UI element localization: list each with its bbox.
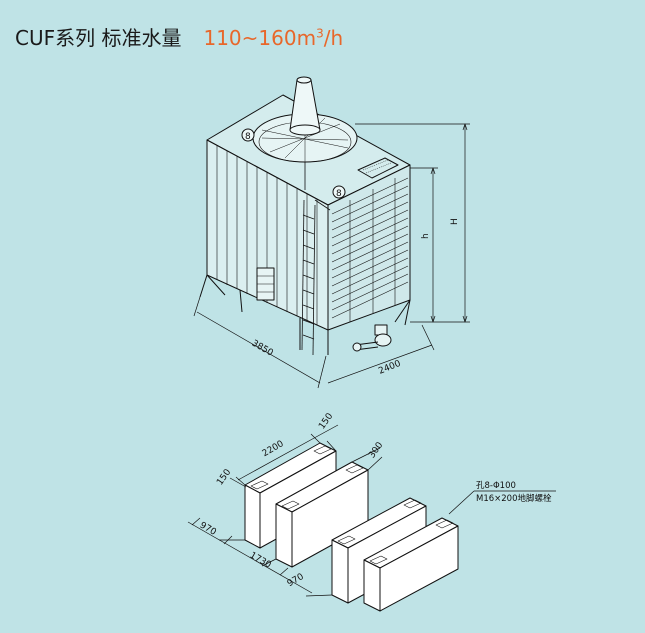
dim-pad-length: 2200: [261, 439, 286, 459]
dim-width: 2400: [377, 359, 402, 377]
ladder: [301, 199, 331, 356]
dim-height-H: H: [450, 218, 460, 225]
foundation-pad-4: [363, 517, 459, 612]
dim-length: 3850: [250, 339, 275, 359]
flow-range: 110~160m3/h: [203, 26, 344, 50]
cooling-tower: 8 8: [199, 76, 411, 356]
hatch-label-left: 8: [245, 132, 251, 142]
page-title: CUF系列 标准水量 110~160m3/h: [15, 22, 343, 51]
right-face-louvers: [331, 177, 409, 322]
dim-height-h: h: [421, 233, 431, 239]
dim-left-offset: 970: [198, 521, 218, 538]
left-face-panels: [216, 145, 318, 325]
roof-vent: [357, 157, 399, 179]
note-holes: 孔8-Φ100: [476, 481, 516, 491]
hatch-left-icon: [241, 128, 255, 142]
dim-pad-width-top: 150: [317, 411, 335, 431]
foundation-dimensions: [187, 424, 556, 597]
hatch-label-right: 8: [336, 189, 342, 199]
tower-legs: [199, 274, 411, 355]
foundation-pads: [244, 442, 459, 612]
pump-piping: [352, 324, 392, 352]
series-title: CUF系列 标准水量: [15, 26, 182, 50]
dim-right-offset: 970: [286, 572, 306, 589]
fan-motor-cone: [289, 79, 321, 131]
fan-assembly: [252, 76, 358, 190]
tower-dimensions: [193, 123, 470, 389]
dim-pad-width-left: 150: [215, 467, 233, 487]
note-bolts: M16×200地脚螺栓: [476, 493, 552, 504]
hatch-right-icon: [332, 185, 346, 199]
dim-pad-spacing: 300: [367, 440, 385, 460]
dim-middle: 1730: [248, 551, 273, 571]
